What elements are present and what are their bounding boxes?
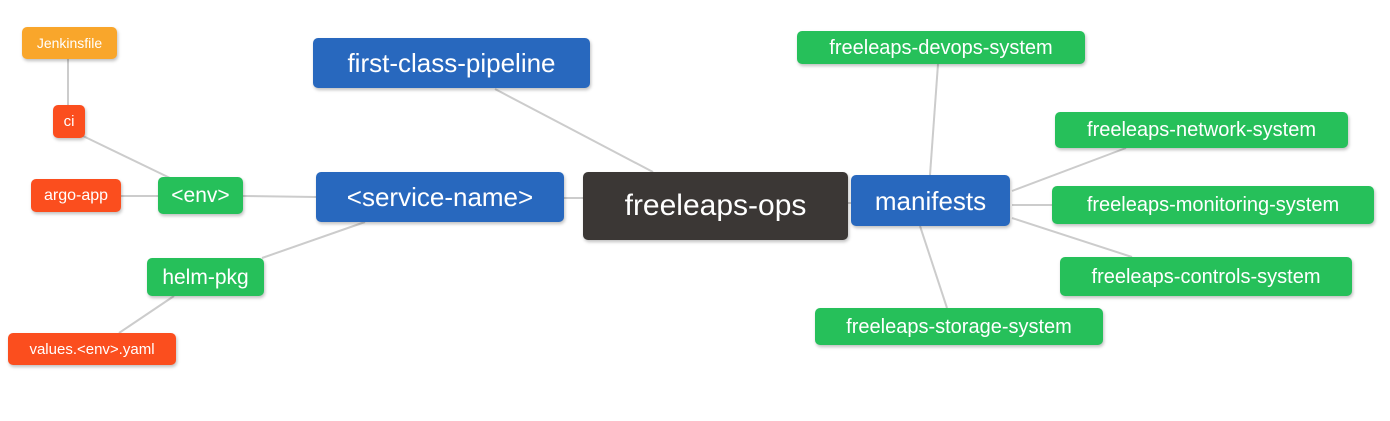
node-values-env-yaml[interactable]: values.<env>.yaml: [8, 333, 176, 365]
edge-service-name-to-helm-pkg: [261, 221, 366, 259]
edge-manifests-to-freeleaps-devops-system: [929, 63, 939, 176]
node-first-class-pipeline[interactable]: first-class-pipeline: [313, 38, 590, 88]
node-freeleaps-ops[interactable]: freeleaps-ops: [583, 172, 848, 240]
node-freeleaps-network-system[interactable]: freeleaps-network-system: [1055, 112, 1348, 148]
node-manifests[interactable]: manifests: [851, 175, 1010, 226]
node-freeleaps-controls-system[interactable]: freeleaps-controls-system: [1060, 257, 1352, 296]
node-freeleaps-devops-system[interactable]: freeleaps-devops-system: [797, 31, 1085, 64]
node-argo-app[interactable]: argo-app: [31, 179, 121, 212]
edge-manifests-to-freeleaps-network-system: [1011, 147, 1127, 192]
node-env[interactable]: <env>: [158, 177, 243, 214]
edge-helm-pkg-to-values-env-yaml: [118, 295, 175, 334]
edge-manifests-to-freeleaps-controls-system: [1011, 217, 1133, 258]
node-ci[interactable]: ci: [53, 105, 85, 138]
node-helm-pkg[interactable]: helm-pkg: [147, 258, 264, 296]
node-jenkinsfile[interactable]: Jenkinsfile: [22, 27, 117, 59]
edge-env-to-service-name: [242, 195, 317, 198]
node-freeleaps-monitoring-system[interactable]: freeleaps-monitoring-system: [1052, 186, 1374, 224]
edge-manifests-to-freeleaps-storage-system: [919, 225, 948, 309]
node-freeleaps-storage-system[interactable]: freeleaps-storage-system: [815, 308, 1103, 345]
node-service-name[interactable]: <service-name>: [316, 172, 564, 222]
edge-ci-to-env: [82, 135, 171, 179]
edge-first-class-pipeline-to-freeleaps-ops: [494, 88, 654, 173]
